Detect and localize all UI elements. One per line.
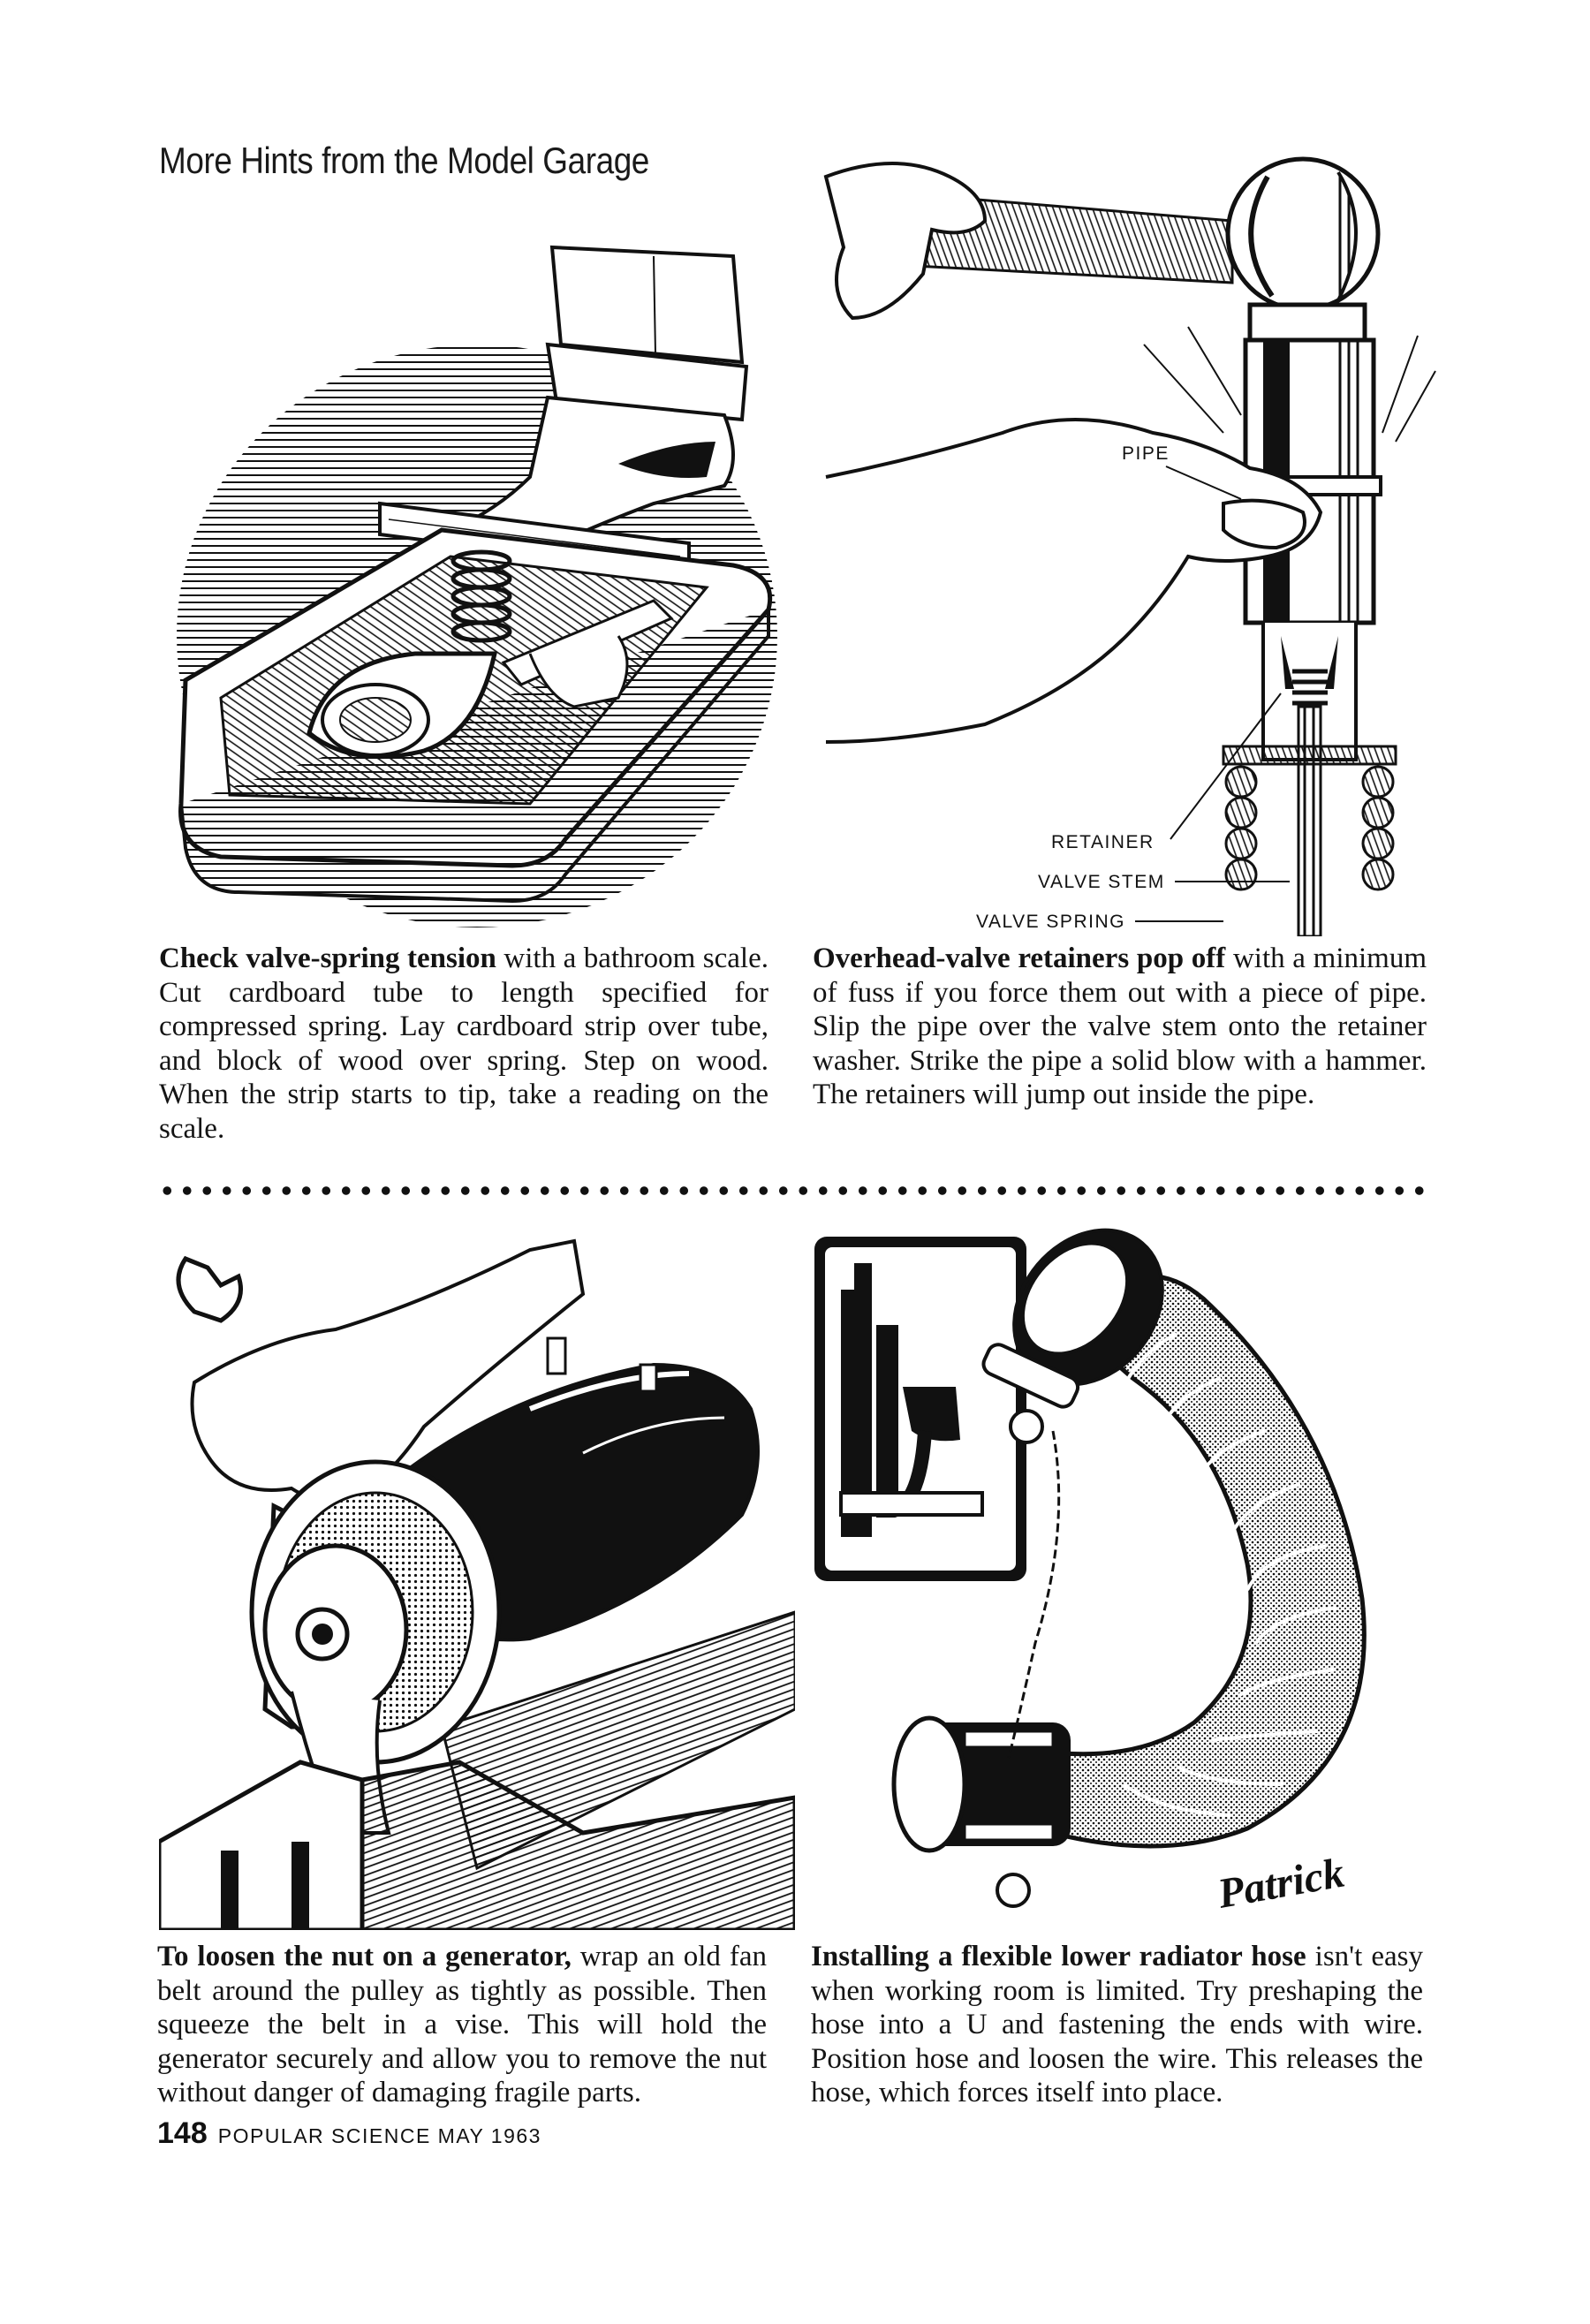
caption-body: isn't easy when working room is limited.…: [811, 1941, 1424, 2108]
dotted-divider: [157, 1184, 1429, 1198]
caption-body: with a minimum of fuss if you force them…: [813, 942, 1427, 1110]
illustration-overhead-valve-retainers: PIPE RETAINER VALVE STEM VALVE SPRING: [808, 141, 1444, 936]
illustration-generator-nut: [159, 1232, 795, 1930]
caption-valve-spring-scale: Check valve-spring tension with a bathro…: [159, 942, 768, 1146]
artist-signature: Patrick: [1214, 1850, 1348, 1918]
caption-lead: Check valve-spring tension: [159, 942, 496, 974]
caption-body: wrap an old fan belt around the pulley a…: [157, 1941, 768, 2108]
caption-overhead-valve-retainers: Overhead-valve retainers pop off with a …: [813, 942, 1427, 1112]
caption-generator-nut: To loosen the nut on a generator, wrap a…: [157, 1940, 767, 2110]
label-pipe: PIPE: [1122, 443, 1170, 464]
page-number: 148: [157, 2116, 208, 2150]
page-footer: 148 POPULAR SCIENCE MAY 1963: [157, 2116, 541, 2151]
label-retainer: RETAINER: [1051, 832, 1155, 852]
caption-radiator-hose: Installing a flexible lower radiator hos…: [811, 1940, 1423, 2110]
page-header: More Hints from the Model Garage: [159, 140, 649, 181]
label-valve-spring: VALVE SPRING: [976, 912, 1125, 932]
label-valve-stem: VALVE STEM: [1038, 872, 1165, 892]
caption-lead: Overhead-valve retainers pop off: [813, 942, 1226, 974]
illustration-valve-spring-scale: [159, 238, 795, 936]
illustration-radiator-hose: Patrick: [806, 1228, 1442, 1930]
caption-lead: To loosen the nut on a generator,: [157, 1941, 572, 1972]
caption-body: with a bathroom scale. Cut cardboard tub…: [159, 942, 768, 1145]
caption-lead: Installing a flexible lower radiator hos…: [811, 1941, 1306, 1972]
publication-line: POPULAR SCIENCE MAY 1963: [217, 2124, 541, 2147]
